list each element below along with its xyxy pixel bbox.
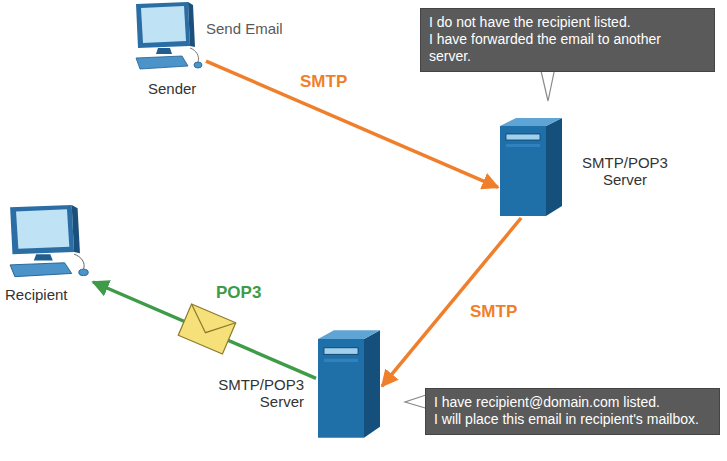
callout-tail [405,393,432,410]
server-top [318,330,380,339]
mouse [194,62,202,68]
mouse-cable [74,254,84,269]
device-label: Sender [148,80,196,97]
speech-callout: I do not have the recipient listed.I hav… [420,8,715,72]
server-outline [316,328,382,440]
computer-icon [136,2,202,69]
monitor-frame [10,205,74,254]
server-label: SMTP/POP3 Server [578,154,672,189]
callout-tail [538,58,557,101]
callout-text: I have recipient@domain.com listed. [434,394,711,411]
server-icon [500,118,562,216]
envelope-icon [178,304,235,354]
flow-arrow [382,218,521,386]
drive-slot [506,134,540,140]
computer-outline [3,205,93,282]
protocol-label: SMTP [300,72,347,92]
callout-text: I have forwarded the email to another se… [429,31,706,65]
server-side [546,118,562,216]
server-icon [318,330,380,438]
connector-group [93,61,521,386]
mouse-cable [190,48,199,62]
drive-slot [324,359,358,362]
protocol-label: POP3 [216,283,261,303]
callout-text: I do not have the recipient listed. [429,14,706,31]
computer-icon [10,205,88,277]
sender-computer: Send EmailSender [130,2,206,74]
monitor-side [188,2,195,47]
speech-callout: I have recipient@domain.com listed.I wil… [425,388,720,435]
drive-slot [506,144,540,147]
keyboard [136,56,188,69]
server-top [500,118,562,126]
envelope-body [178,304,235,354]
monitor-side [72,205,80,253]
envelope-flap [183,304,235,342]
monitor-stand [34,254,53,260]
server-front [500,126,546,216]
mouse [79,269,88,275]
drive-slot [324,348,358,355]
mail-server: SMTP/POP3 Server [316,328,382,440]
server-front [318,339,364,438]
callout-text: I will place this email in recipient's m… [434,411,711,428]
action-label: Send Email [206,20,283,37]
server-outline [498,116,564,218]
flow-arrow [206,61,498,187]
recipient-computer: Recipient [3,205,93,282]
keyboard [10,263,72,277]
server-side [364,330,380,438]
server-label: SMTP/POP3 Server [192,376,304,411]
monitor-frame [136,2,190,48]
device-label: Recipient [5,286,68,303]
computer-outline [130,2,206,74]
flow-arrow [93,282,316,378]
monitor-stand [156,48,172,54]
protocol-label: SMTP [470,302,517,322]
monitor-screen [16,209,69,249]
monitor-screen [141,6,186,43]
mail-server: SMTP/POP3 Server [498,116,564,218]
